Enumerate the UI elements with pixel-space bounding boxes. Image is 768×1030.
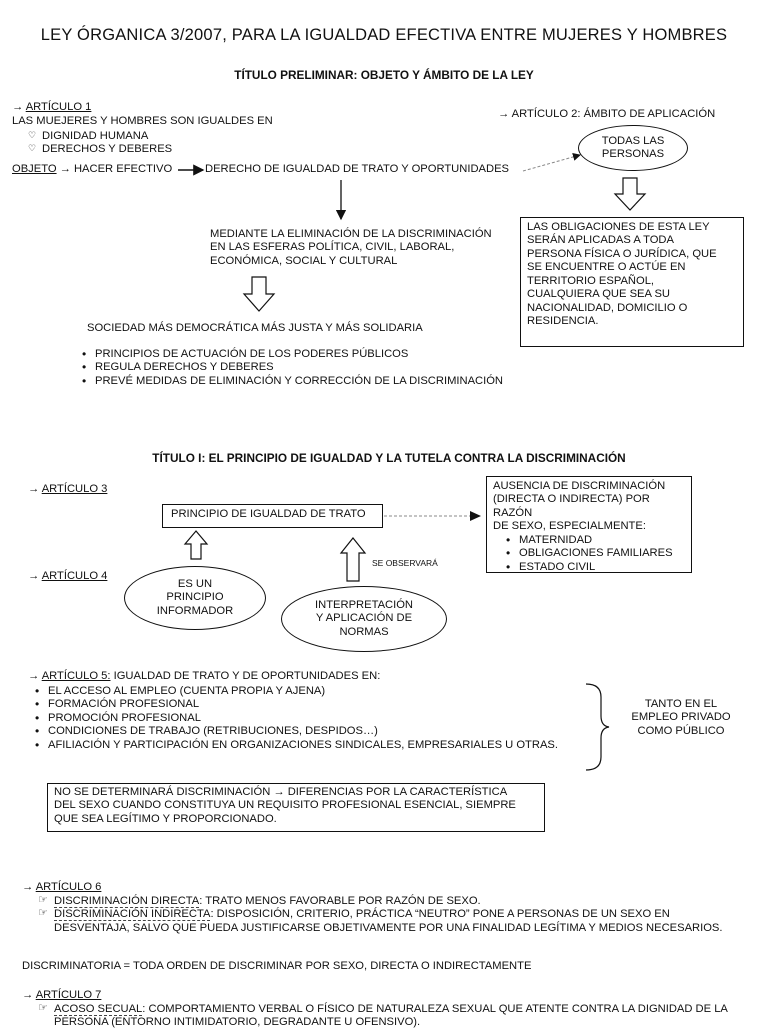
hollow-up-arrow-icon (183, 530, 209, 560)
hollow-down-arrow-icon (613, 177, 647, 211)
article-5-text: IGUALDAD DE TRATO Y DE OPORTUNIDADES EN: (110, 670, 381, 682)
list-item: PROMOCIÓN PROFESIONAL (28, 711, 558, 726)
arrow-icon: → (12, 101, 24, 113)
objeto-line: OBJETO → HACER EFECTIVO (12, 163, 172, 176)
mediante-text: MEDIANTE LA ELIMINACIÓN DE LA DISCRIMINA… (210, 228, 492, 267)
article-1-text: LAS MUEJERES Y HOMBRES SON IGUALDES EN (12, 115, 273, 127)
obligaciones-box: LAS OBLIGACIONES DE ESTA LEY SERÁN APLIC… (520, 217, 744, 347)
article-3-label: ARTÍCULO 3 (41, 483, 108, 495)
hollow-down-arrow-icon (242, 276, 276, 312)
objeto-text: → HACER EFECTIVO (56, 163, 173, 175)
definition-text: : TRATO MENOS FAVORABLE POR RAZÓN DE SEX… (199, 895, 481, 907)
article-7-heading: → ARTÍCULO 7 (22, 989, 101, 1002)
article-1-list: DIGNIDAD HUMANA DERECHOS Y DEBERES (22, 130, 172, 157)
article-4-heading: → ARTÍCULO 4 (28, 570, 107, 583)
article-1-heading: → ARTÍCULO 1 (12, 101, 91, 114)
article-4-label: ARTÍCULO 4 (41, 570, 108, 582)
section-title-titulo-1: TÍTULO I: EL PRINCIPIO DE IGUALDAD Y LA … (152, 451, 626, 465)
interpretacion-ellipse: INTERPRETACIÓN Y APLICACIÓN DE NORMAS (281, 586, 447, 652)
objeto-target: DERECHO DE IGUALDAD DE TRATO Y OPORTUNID… (205, 163, 509, 175)
article-3-heading: → ARTÍCULO 3 (28, 483, 107, 496)
objeto-label: OBJETO (12, 163, 57, 175)
arrow-icon: → (22, 881, 34, 893)
definition-text: : DISPOSICIÓN, CRITERIO, PRÁCTICA “NEUTR… (54, 908, 723, 934)
curly-brace-icon (585, 683, 610, 771)
arrow-icon: → (22, 989, 34, 1001)
list-item: CONDICIONES DE TRABAJO (RETRIBUCIONES, D… (28, 724, 558, 739)
article-1-label: ARTÍCULO 1 (25, 101, 92, 113)
arrow-icon: → (28, 483, 40, 495)
article-2-heading: → ARTÍCULO 2: ÁMBITO DE APLICACIÓN (498, 108, 716, 120)
ausencia-discriminacion-box: AUSENCIA DE DISCRIMINACIÓN (DIRECTA O IN… (486, 476, 692, 575)
list-item: PRINCIPIOS DE ACTUACIÓN DE LOS PODERES P… (75, 347, 503, 362)
hollow-up-arrow-icon (339, 537, 367, 582)
definition-term: DISCRIMINACIÓN DIRECTA (54, 895, 200, 908)
se-observara-label: SE OBSERVARÁ (372, 558, 438, 568)
list-item: MATERNIDAD (499, 533, 685, 548)
document-title: LEY ÓRGANICA 3/2007, PARA LA IGUALDAD EF… (40, 26, 728, 44)
article-5-label: ARTÍCULO 5: (41, 670, 111, 682)
preliminar-bullets: PRINCIPIOS DE ACTUACIÓN DE LOS PODERES P… (75, 347, 503, 389)
definition-term: ACOSO SECUAL (54, 1003, 143, 1016)
definition-text: : COMPORTAMIENTO VERBAL O FÍSICO DE NATU… (54, 1003, 728, 1029)
article-7-label: ARTÍCULO 7 (35, 989, 102, 1001)
tanto-text: TANTO EN EL EMPLEO PRIVADO COMO PÚBLICO (631, 698, 731, 737)
list-item: DIGNIDAD HUMANA (22, 130, 172, 143)
list-item: REGULA DERECHOS Y DEBERES (75, 360, 503, 375)
todas-las-personas-ellipse: TODAS LAS PERSONAS (578, 125, 688, 171)
list-item: ESTADO CIVIL (499, 560, 685, 575)
ambito-dashed-connector (522, 153, 581, 172)
list-item: AFILIACIÓN Y PARTICIPACIÓN EN ORGANIZACI… (28, 738, 558, 753)
article-6-heading: → ARTÍCULO 6 (22, 881, 101, 894)
arrow-icon: → (28, 670, 40, 682)
no-determinara-box: NO SE DETERMINARÁ DISCRIMINACIÓN → DIFER… (47, 783, 545, 832)
discriminatoria-text: DISCRIMINATORIA = TODA ORDEN DE DISCRIMI… (22, 960, 532, 972)
definition-term: DISCRIMINACIÓN INDIRECTA (54, 908, 211, 922)
sociedad-text: SOCIEDAD MÁS DEMOCRÁTICA MÁS JUSTA Y MÁS… (87, 322, 423, 334)
article-5-list: EL ACCESO AL EMPLEO (CUENTA PROPIA Y AJE… (28, 684, 558, 753)
definition-item: DISCRIMINACIÓN DIRECTA: TRATO MENOS FAVO… (36, 894, 748, 908)
list-item: OBLIGACIONES FAMILIARES (499, 546, 685, 561)
list-item: DERECHOS Y DEBERES (22, 143, 172, 156)
principio-igualdad-box: PRINCIPIO DE IGUALDAD DE TRATO (162, 504, 383, 528)
definition-item: DISCRIMINACIÓN INDIRECTA: DISPOSICIÓN, C… (36, 907, 748, 935)
article-5-heading: → ARTÍCULO 5: IGUALDAD DE TRATO Y DE OPO… (28, 670, 380, 683)
article-6-list: DISCRIMINACIÓN DIRECTA: TRATO MENOS FAVO… (36, 894, 748, 935)
article-6-label: ARTÍCULO 6 (35, 881, 102, 893)
section-title-preliminar: TÍTULO PRELIMINAR: OBJETO Y ÁMBITO DE LA… (234, 68, 534, 82)
list-item: EL ACCESO AL EMPLEO (CUENTA PROPIA Y AJE… (28, 684, 558, 699)
arrow-icon: → (28, 570, 40, 582)
article-7-list: ACOSO SECUAL: COMPORTAMIENTO VERBAL O FÍ… (36, 1002, 748, 1030)
principio-informador-ellipse: ES UN PRINCIPIO INFORMADOR (124, 566, 266, 630)
list-item: FORMACIÓN PROFESIONAL (28, 697, 558, 712)
list-item: PREVÉ MEDIDAS DE ELIMINACIÓN Y CORRECCIÓ… (75, 374, 503, 389)
definition-item: ACOSO SECUAL: COMPORTAMIENTO VERBAL O FÍ… (36, 1002, 748, 1030)
